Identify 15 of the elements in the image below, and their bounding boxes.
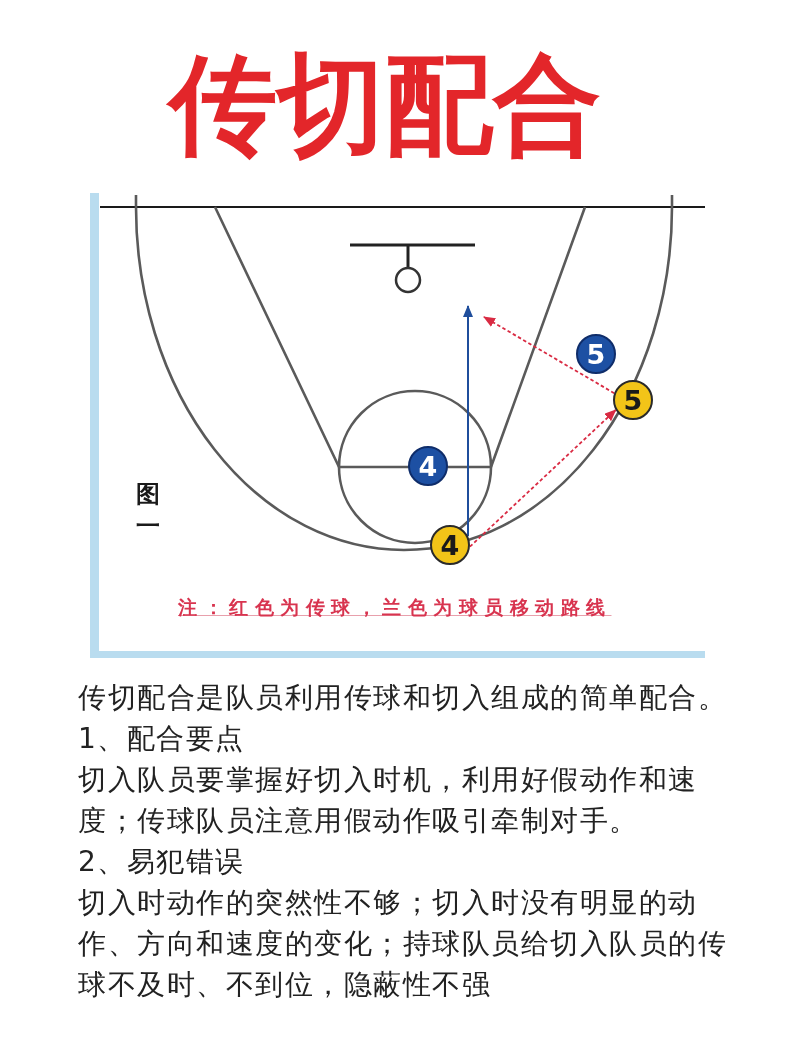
player-marker: 5 <box>576 334 616 374</box>
player-marker: 4 <box>430 525 470 565</box>
body-text: 切入队员要掌握好切入时机，利用好假动作和速度；传球队员注意用假动作吸引牵制对手。 <box>78 762 699 839</box>
section-heading: 1、配合要点 <box>78 721 246 757</box>
pass-arrow <box>469 409 617 548</box>
pass-arrow <box>483 316 616 395</box>
title: 传切配合 <box>0 46 770 164</box>
note-text: 注：红色为传球，兰色为球员移动路线 <box>178 595 612 619</box>
body-text: 切入时动作的突然性不够；切入时没有明显的动作、方向和速度的变化；持球队员给切入队员的传球不及时、不到位，隐蔽性不强 <box>78 885 728 1003</box>
movement-arrow <box>463 305 473 538</box>
body-text: 传切配合是队员利用传球和切入组成的简单配合。 <box>78 680 728 716</box>
figure-label: 图一 <box>135 478 161 542</box>
player-marker: 4 <box>408 446 448 486</box>
section-heading: 2、易犯错误 <box>78 844 246 880</box>
player-marker: 5 <box>613 380 653 420</box>
